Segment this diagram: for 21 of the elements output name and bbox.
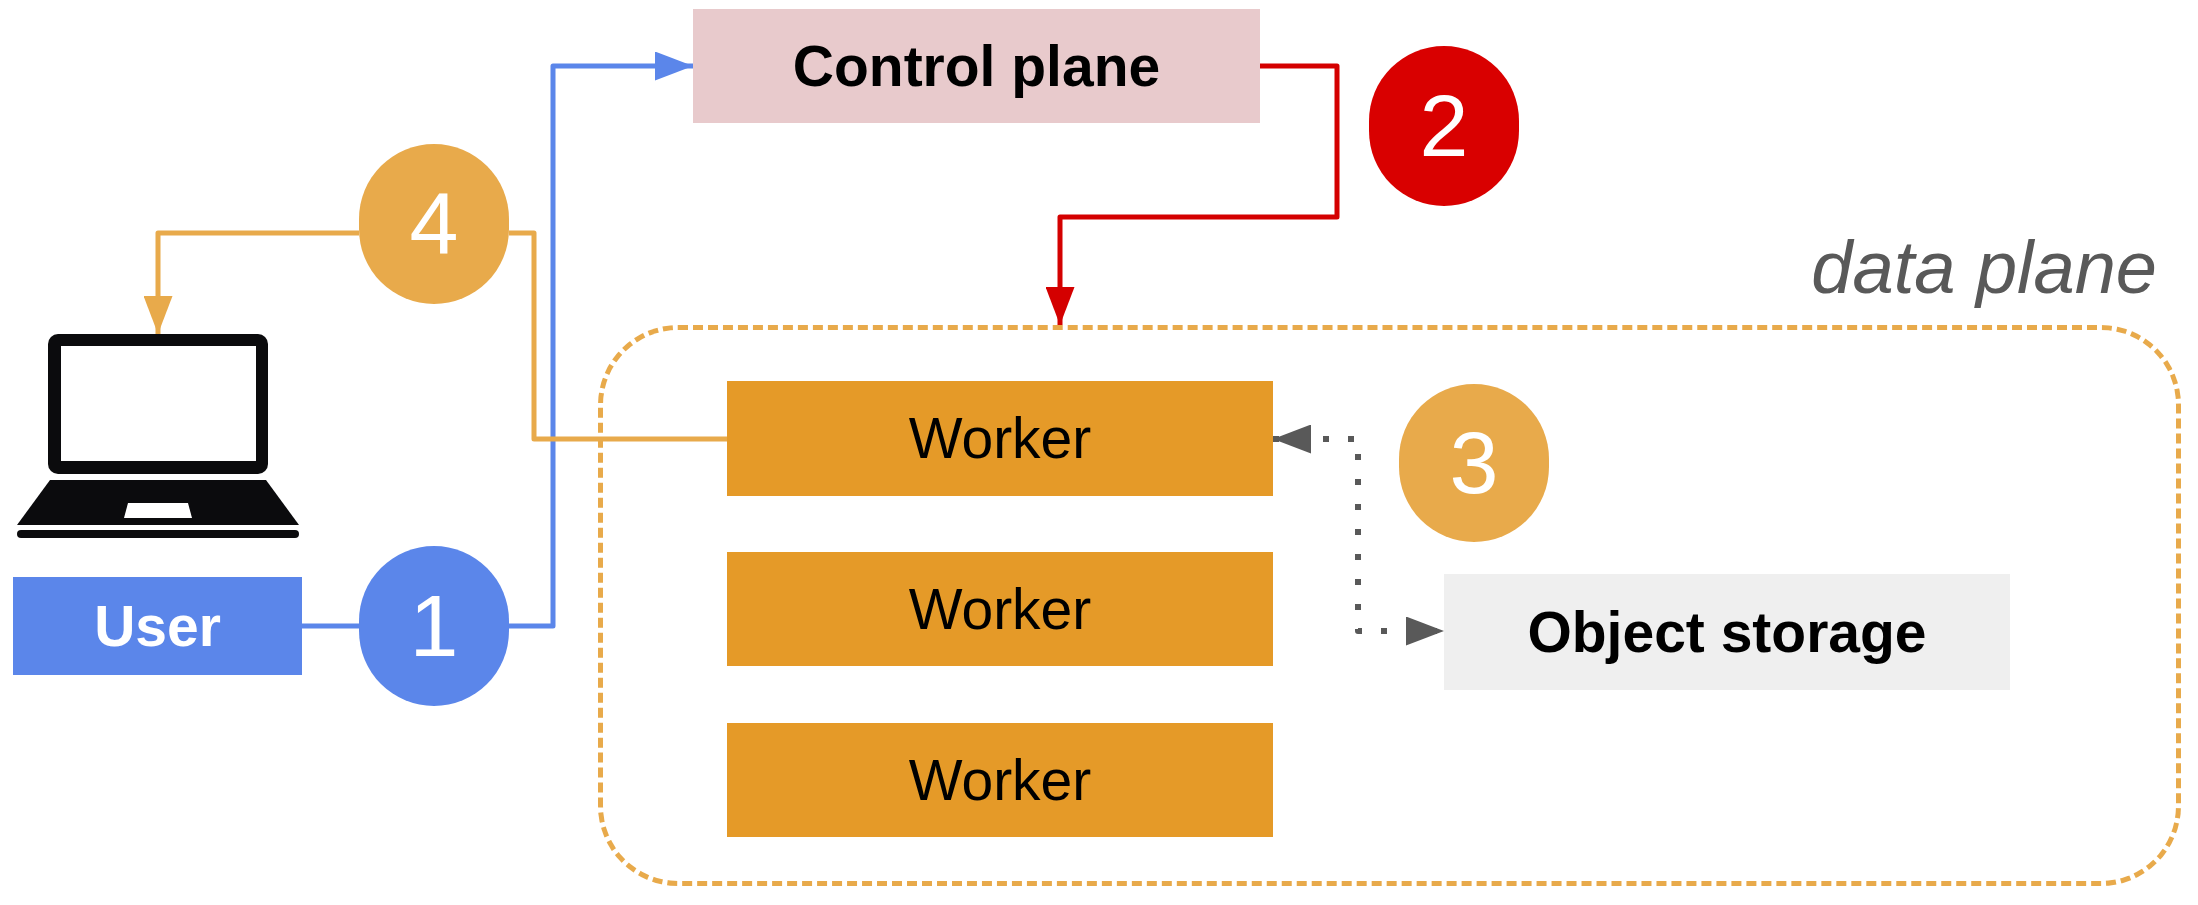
connector-line <box>302 623 359 629</box>
process-box <box>1444 574 2010 690</box>
step-number: 3 <box>1449 419 1499 507</box>
box-label: Worker <box>908 751 1092 809</box>
arrow <box>1045 63 1340 325</box>
laptop-icon <box>17 334 299 538</box>
step-number: 1 <box>409 582 459 670</box>
process-box <box>727 552 1273 666</box>
double-arrow <box>1273 424 1444 646</box>
process-box <box>727 381 1273 496</box>
process-box <box>727 723 1273 837</box>
box-label: User <box>94 597 221 655</box>
step-number: 4 <box>409 180 459 268</box>
connector-line <box>509 230 727 442</box>
box-label: Worker <box>908 580 1092 638</box>
process-box <box>693 9 1260 123</box>
step-number: 2 <box>1419 82 1469 170</box>
box-label: Worker <box>908 410 1092 467</box>
process-box <box>13 577 302 675</box>
arrow <box>509 51 693 629</box>
arrow <box>143 230 359 334</box>
